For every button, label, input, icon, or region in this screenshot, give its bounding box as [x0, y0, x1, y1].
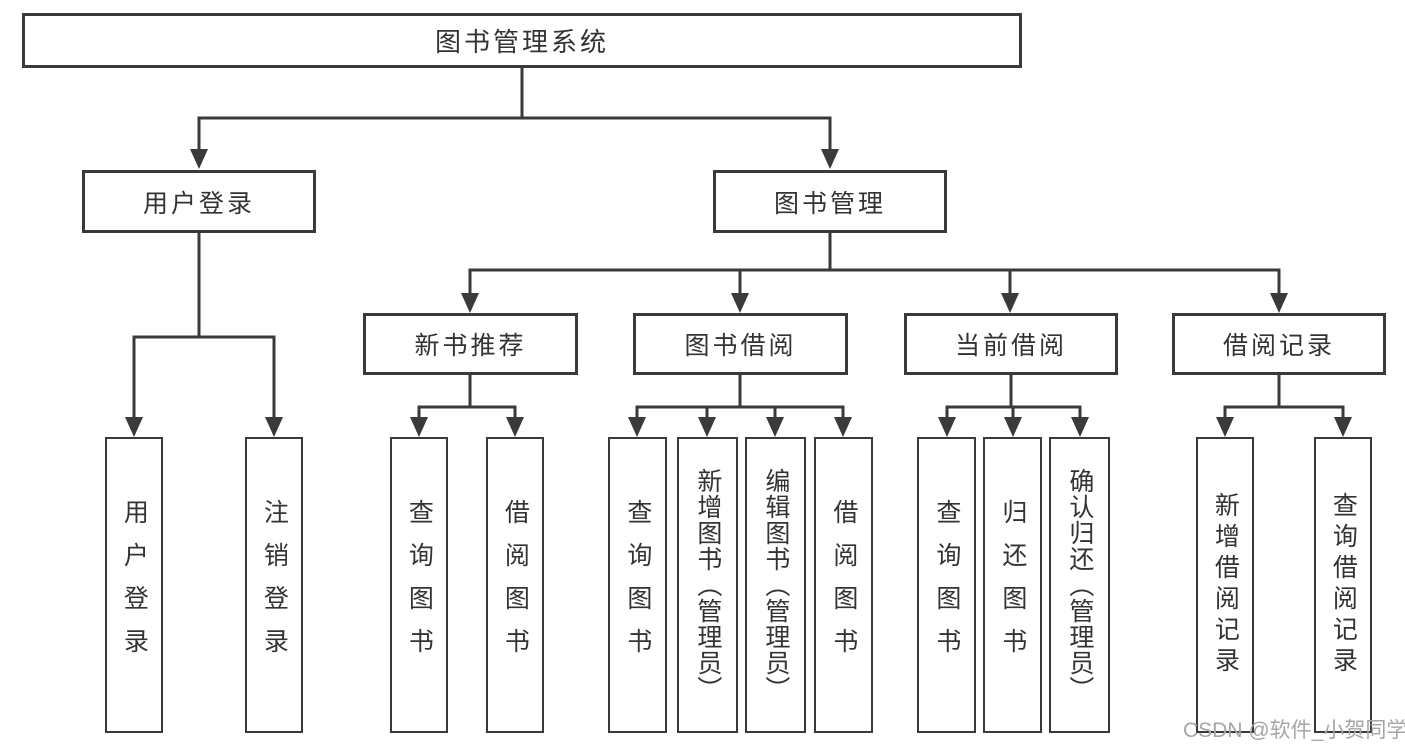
- connector-borrow-to-leaves: [628, 375, 852, 437]
- node-label: 新增图书（管理员）: [693, 468, 722, 702]
- node-label: 编辑图书（管理员）: [761, 468, 790, 702]
- node-module-current-borrow: 当前借阅: [904, 313, 1118, 375]
- node-label: 用户登录: [142, 189, 255, 218]
- connector-record-to-leaves: [1216, 375, 1352, 437]
- node-label: 用户登录: [120, 499, 149, 671]
- connector-userlogin-to-leaves: [125, 233, 283, 437]
- watermark: CSDN @软件_小贺同学: [1183, 719, 1405, 742]
- node-label: 新增借阅记录: [1211, 492, 1240, 678]
- node-bb-query-book: 查询图书: [608, 437, 667, 733]
- node-label: 图书管理系统: [434, 27, 609, 57]
- node-rec-borrow-book: 借阅图书: [486, 437, 544, 733]
- node-label: 注销登录: [260, 499, 289, 671]
- node-cb-confirm-return-admin: 确认归还（管理员）: [1049, 437, 1110, 733]
- node-logout-leaf: 注销登录: [245, 437, 303, 733]
- node-bb-add-book-admin: 新增图书（管理员）: [677, 437, 738, 733]
- node-label: 借阅图书: [829, 499, 858, 671]
- node-br-add-record: 新增借阅记录: [1196, 437, 1254, 733]
- node-label: 借阅图书: [501, 499, 530, 671]
- node-label: 归还图书: [998, 499, 1027, 671]
- node-module-new-book-recommend: 新书推荐: [363, 313, 578, 375]
- node-label: 图书借阅: [684, 332, 797, 360]
- connector-recommend-to-leaves: [410, 375, 524, 437]
- node-bb-edit-book-admin: 编辑图书（管理员）: [745, 437, 806, 733]
- node-label: 查询图书: [623, 499, 652, 671]
- node-cb-query-book: 查询图书: [917, 437, 976, 733]
- node-label: 查询借阅记录: [1329, 492, 1358, 678]
- node-module-book-borrow: 图书借阅: [633, 313, 848, 375]
- connector-root-to-branches: [190, 68, 839, 169]
- node-bb-borrow-book: 借阅图书: [814, 437, 873, 733]
- node-rec-query-book: 查询图书: [390, 437, 448, 733]
- node-module-borrow-record: 借阅记录: [1172, 313, 1386, 375]
- node-br-query-record: 查询借阅记录: [1314, 437, 1372, 733]
- connector-bookmgmt-to-modules: [461, 233, 1288, 313]
- connector-current-to-leaves: [938, 375, 1089, 437]
- node-label: 当前借阅: [954, 332, 1067, 360]
- node-label: 借阅记录: [1222, 332, 1335, 360]
- node-label: 图书管理: [773, 189, 886, 218]
- node-branch-book-management: 图书管理: [713, 170, 947, 233]
- node-label: 确认归还（管理员）: [1065, 468, 1094, 702]
- node-label: 查询图书: [932, 499, 961, 671]
- node-user-login-leaf: 用户登录: [105, 437, 163, 733]
- node-branch-user-login: 用户登录: [82, 170, 316, 233]
- node-cb-return-book: 归还图书: [983, 437, 1042, 733]
- node-label: 新书推荐: [414, 332, 527, 360]
- node-root-library-system: 图书管理系统: [22, 13, 1022, 68]
- node-label: 查询图书: [405, 499, 434, 671]
